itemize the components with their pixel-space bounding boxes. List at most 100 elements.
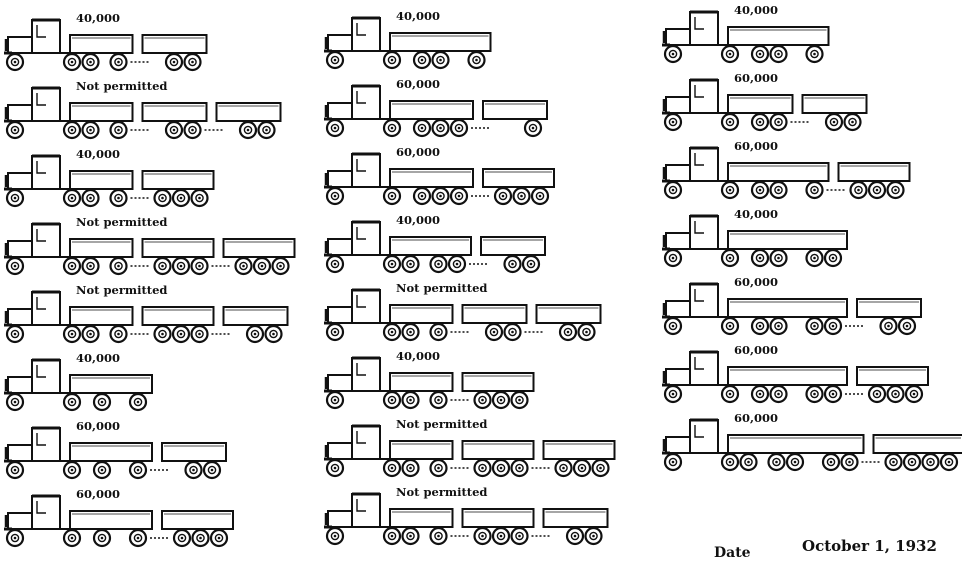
wheel [665, 182, 681, 198]
wheel [556, 460, 572, 476]
wheel [166, 54, 182, 70]
wheel [7, 122, 23, 138]
wheel [166, 122, 182, 138]
wheel [752, 182, 768, 198]
wheel [807, 46, 823, 62]
wheel [752, 250, 768, 266]
wheel [579, 324, 595, 340]
wheel [384, 256, 400, 272]
wheel [94, 530, 110, 546]
wheel [845, 114, 861, 130]
wheel [204, 462, 220, 478]
axle-load-label: 60,000 [76, 419, 120, 433]
wheel [787, 454, 803, 470]
hood [666, 97, 690, 113]
truck-tractor [324, 154, 400, 204]
vehicle-diagram: Not permitted [324, 485, 608, 544]
wheel [752, 114, 768, 130]
wheel [505, 324, 521, 340]
wheel [111, 122, 127, 138]
hood [8, 241, 32, 257]
wheel [7, 394, 23, 410]
vehicle-diagram: 40,000 [662, 3, 829, 62]
wheel [94, 394, 110, 410]
wheel [174, 530, 190, 546]
wheel [771, 46, 787, 62]
wheel [899, 318, 915, 334]
axle-load-label: 40,000 [734, 3, 778, 17]
wheel [236, 258, 252, 274]
wheel [741, 454, 757, 470]
hood [328, 171, 352, 187]
wheel [807, 318, 823, 334]
axle-load-label: Not permitted [396, 417, 487, 431]
wheel [752, 46, 768, 62]
wheel [64, 326, 80, 342]
wheel [825, 386, 841, 402]
wheel [869, 182, 885, 198]
wheel [560, 324, 576, 340]
wheel [469, 52, 485, 68]
wheel [505, 256, 521, 272]
wheel [842, 454, 858, 470]
hood [8, 37, 32, 53]
wheel [512, 392, 528, 408]
vehicle-diagram: 60,000 [662, 343, 928, 402]
wheel [722, 386, 738, 402]
vehicle-diagram: 60,000 [662, 71, 867, 130]
wheel [493, 392, 509, 408]
wheel [431, 460, 447, 476]
axle-load-label: Not permitted [396, 485, 487, 499]
wheel [752, 318, 768, 334]
wheel [83, 258, 99, 274]
wheel [192, 326, 208, 342]
wheel [433, 188, 449, 204]
hood [328, 511, 352, 527]
wheel [384, 120, 400, 136]
hood [8, 377, 32, 393]
wheel [851, 182, 867, 198]
wheel [722, 114, 738, 130]
wheel [266, 326, 282, 342]
wheel [403, 460, 419, 476]
wheel [273, 258, 289, 274]
wheel [906, 386, 922, 402]
axle-load-label: 40,000 [76, 11, 120, 25]
hood [328, 35, 352, 51]
axle-load-label: 40,000 [734, 207, 778, 221]
wheel [240, 122, 256, 138]
wheel [254, 258, 270, 274]
wheel [823, 454, 839, 470]
vehicle-diagram: 40,000 [324, 213, 545, 272]
wheel [722, 182, 738, 198]
axle-load-label: 60,000 [76, 487, 120, 501]
wheel [155, 326, 171, 342]
wheel [486, 324, 502, 340]
wheel [384, 392, 400, 408]
wheel [475, 528, 491, 544]
wheel [512, 528, 528, 544]
wheel [433, 52, 449, 68]
wheel [327, 188, 343, 204]
hood [328, 239, 352, 255]
wheel [403, 392, 419, 408]
wheel [771, 114, 787, 130]
wheel [173, 326, 189, 342]
wheel [64, 530, 80, 546]
wheel [825, 318, 841, 334]
axle-load-label: 60,000 [734, 139, 778, 153]
wheel [665, 46, 681, 62]
axle-load-label: 40,000 [76, 351, 120, 365]
wheel [923, 454, 939, 470]
vehicle-diagram: Not permitted [324, 417, 615, 476]
vehicle-diagram: 40,000 [324, 349, 534, 408]
hood [8, 513, 32, 529]
hood [666, 233, 690, 249]
wheel [384, 324, 400, 340]
hood [328, 103, 352, 119]
wheel [475, 392, 491, 408]
wheel [7, 190, 23, 206]
wheel [192, 190, 208, 206]
wheel [771, 182, 787, 198]
